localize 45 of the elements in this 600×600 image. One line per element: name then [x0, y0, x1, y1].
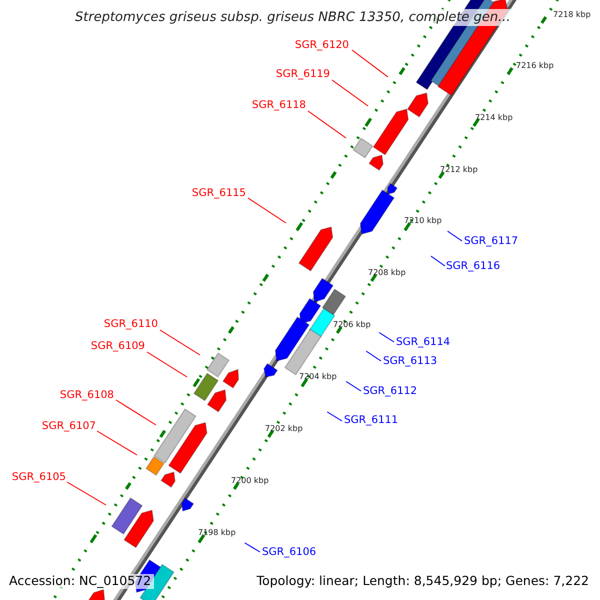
gene-label: SGR_6110: [104, 319, 158, 330]
leader-line: [308, 110, 346, 138]
leader-line: [332, 80, 368, 106]
gene-label: SGR_6106: [262, 547, 316, 558]
accession-text: Accession: NC_010572: [6, 574, 154, 588]
leader-line: [447, 230, 462, 242]
leader-line: [430, 256, 446, 266]
tick-label: 7208 kbp: [368, 269, 406, 277]
leader-line: [366, 350, 382, 362]
tick-label: 7216 kbp: [516, 62, 554, 70]
gene-label: SGR_6119: [276, 69, 330, 80]
gene-label: SGR_6111: [344, 415, 398, 426]
leader-line: [352, 50, 388, 78]
gene-label: SGR_6112: [363, 386, 418, 396]
leader-line: [326, 411, 342, 422]
gene-label: SGR_6115: [192, 188, 246, 198]
tick-label: 7210 kbp: [404, 217, 442, 225]
tick-label: 7218 kbp: [553, 11, 591, 19]
leader-line: [248, 198, 286, 224]
tick-label: 7200 kbp: [231, 477, 269, 485]
leader-line: [146, 352, 188, 378]
gene-label: SGR_6109: [90, 341, 145, 352]
leader-line: [66, 482, 106, 506]
gene-label: SGR_6108: [60, 390, 114, 400]
leader-line: [244, 542, 260, 552]
tick-label: 7202 kbp: [265, 425, 303, 433]
gene-label: SGR_6107: [42, 421, 96, 432]
tick-label: 7204 kbp: [299, 373, 337, 381]
leader-line: [346, 381, 362, 392]
gene-label: SGR_6117: [464, 236, 518, 246]
title: Streptomyces griseus subsp. griseus NBRC 13350, complete gen...: [72, 9, 514, 26]
gene-label: SGR_6120: [294, 40, 349, 50]
leader-line: [378, 332, 394, 342]
gene-label: SGR_6105: [12, 472, 66, 482]
gene-label: SGR_6114: [396, 337, 450, 348]
leader-line: [160, 330, 200, 356]
tick-label: 7212 kbp: [440, 166, 478, 174]
leader-line: [96, 430, 138, 456]
gene-label: SGR_6113: [383, 356, 438, 366]
tick-label: 7198 kbp: [198, 529, 236, 537]
tick-label: 7206 kbp: [333, 321, 371, 329]
tick-label: 7214 kbp: [475, 114, 513, 122]
leader-line: [116, 400, 156, 426]
gene-label: SGR_6116: [446, 261, 500, 272]
gene-label: SGR_6118: [252, 100, 306, 110]
